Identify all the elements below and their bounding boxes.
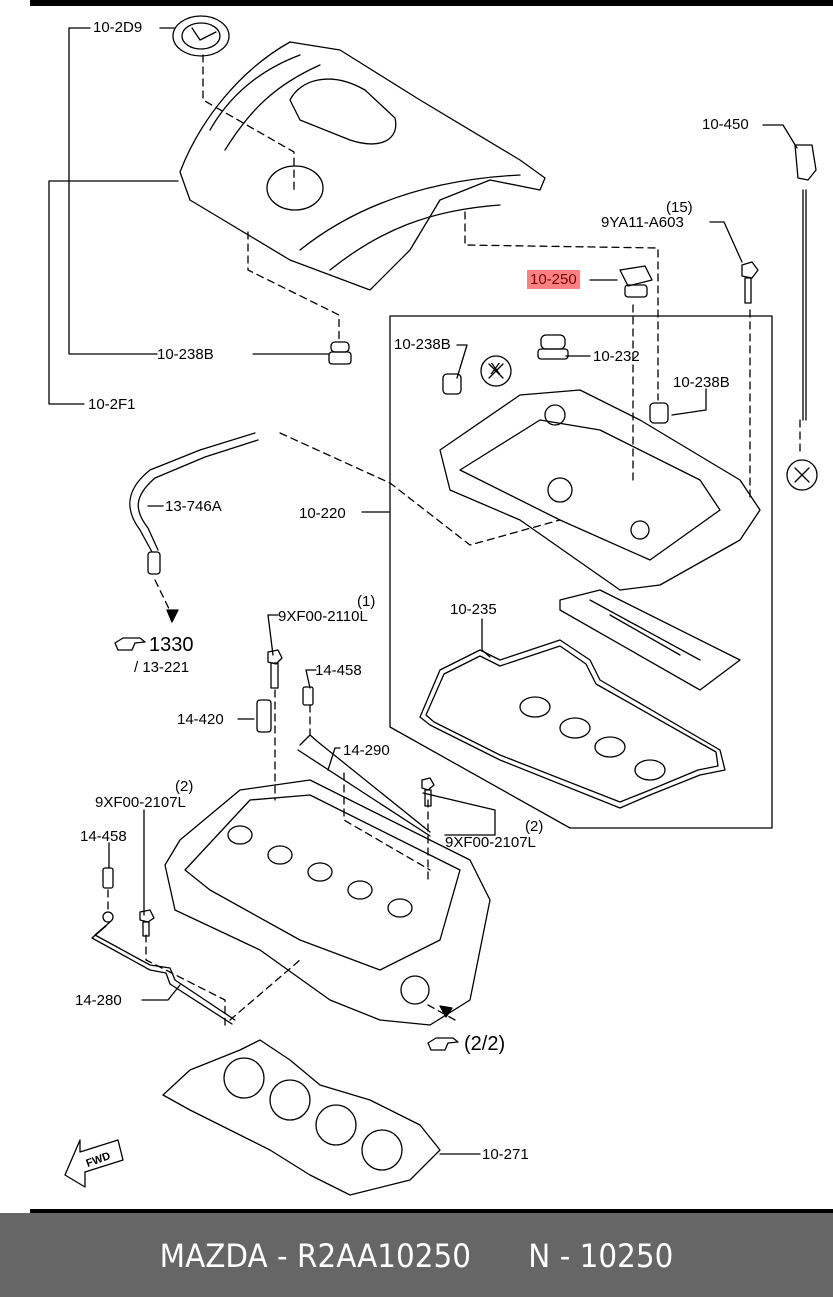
grommet-10-238B-top (328, 341, 352, 365)
pointing-hand-icon-2-2 (427, 1037, 459, 1051)
fwd-arrow-icon (64, 1139, 124, 1188)
oil-pipe-14-290 (297, 734, 431, 837)
grommet-10-238B-right (649, 402, 669, 424)
footer-divider (30, 1209, 833, 1213)
label-10-220[interactable]: 10-220 (299, 505, 346, 522)
footer-separator-2: - (559, 1237, 571, 1275)
label-10-238B-right[interactable]: 10-238B (673, 374, 730, 391)
footer-bar: MAZDA - R2AA10250 N - 10250 (0, 1213, 833, 1297)
head-cover-gasket (419, 639, 726, 809)
valve-cover-group-frame (389, 315, 773, 829)
bolt-9XF00-2110L (267, 649, 283, 689)
dashed-guides (107, 54, 801, 1026)
label-10-271[interactable]: 10-271 (482, 1146, 529, 1163)
label-10-2F1[interactable]: 10-2F1 (88, 396, 136, 413)
bolt-9XF00-2107L-right (421, 777, 435, 807)
ref-13-221[interactable]: / 13-221 (134, 659, 190, 676)
label-10-250-highlighted[interactable]: 10-250 (527, 270, 580, 289)
label-14-280[interactable]: 14-280 (75, 992, 122, 1009)
label-10-238B-top[interactable]: 10-238B (157, 346, 214, 363)
footer-part-number: R2AA10250 (297, 1237, 471, 1275)
diagram-drawing (48, 15, 818, 1196)
label-10-232[interactable]: 10-232 (593, 348, 640, 365)
footer-n-value: 10250 (579, 1237, 674, 1275)
label-9XF00-2110L[interactable]: 9XF00-2110L (278, 608, 368, 625)
footer-n-label: N (528, 1237, 551, 1275)
cylinder-head-cover (439, 389, 761, 591)
top-border (30, 0, 833, 6)
label-14-290[interactable]: 14-290 (343, 742, 390, 759)
label-9YA11-A603[interactable]: 9YA11-A603 (601, 214, 684, 231)
marker-x-left-label: X (490, 361, 501, 378)
bolt-qty-2-left: (2) (175, 778, 194, 795)
arrow-2-2 (439, 1005, 453, 1018)
logo-badge (172, 15, 230, 57)
bolt-qty-1: (1) (357, 593, 376, 610)
ref-1330[interactable]: 1330 (149, 634, 194, 656)
bolt-9YA11-A603 (741, 261, 759, 304)
marker-x-left (480, 355, 512, 387)
pointing-hand-icon-1330 (114, 637, 146, 651)
footer-caption: MAZDA - R2AA10250 N - 10250 (33, 1237, 799, 1275)
engine-cover (179, 41, 546, 291)
bolt-qty-2-right: (2) (525, 818, 544, 835)
bolt-14-458-lower (102, 867, 114, 923)
leader-lines (48, 27, 798, 1155)
cylinder-head (164, 779, 491, 1026)
bolt-qty-15: (15) (666, 199, 693, 216)
label-9XF00-2107L-right[interactable]: 9XF00-2107L (445, 834, 536, 851)
label-10-235[interactable]: 10-235 (450, 601, 497, 618)
label-14-458-lower[interactable]: 14-458 (80, 828, 127, 845)
label-14-458-upper[interactable]: 14-458 (315, 662, 362, 679)
cylinder-head-gasket (162, 1039, 441, 1196)
oil-pipe-14-280 (91, 921, 236, 1025)
parts-diagram: 10-2D9 10-238B 10-2F1 10-450 (15) 9YA11-… (48, 15, 818, 1196)
breather-hose (129, 432, 259, 623)
label-14-420[interactable]: 14-420 (177, 711, 224, 728)
label-10-238B-left[interactable]: 10-238B (394, 336, 451, 353)
baffle-plate (559, 589, 741, 691)
grommet-10-238B-left (442, 373, 462, 395)
seal-10-232 (537, 334, 569, 360)
footer-separator: - (277, 1237, 288, 1275)
bolt-14-458-upper (302, 686, 314, 706)
footer-brand: MAZDA (159, 1237, 268, 1275)
label-10-450[interactable]: 10-450 (702, 116, 749, 133)
sensor-14-420 (256, 699, 272, 733)
ref-2-2[interactable]: (2/2) (464, 1033, 506, 1055)
label-10-2D9[interactable]: 10-2D9 (93, 19, 143, 36)
bolt-9XF00-2107L-left (139, 909, 155, 937)
oil-filler-cap (619, 265, 653, 298)
label-13-746A[interactable]: 13-746A (165, 498, 222, 515)
label-9XF00-2107L-left[interactable]: 9XF00-2107L (95, 794, 186, 811)
dipstick (786, 144, 818, 491)
